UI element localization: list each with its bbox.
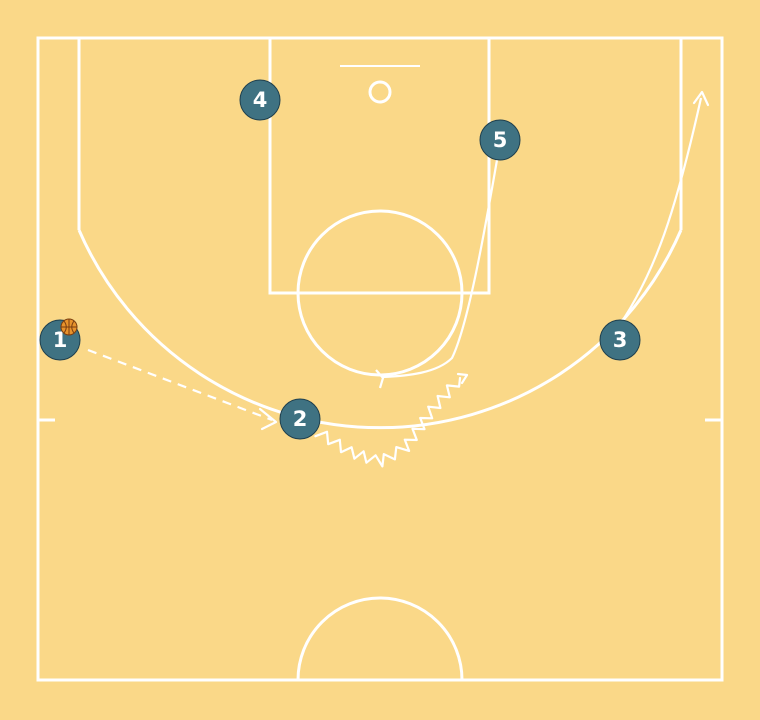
player-4-label: 4 — [253, 88, 268, 112]
player-3-marker — [599, 319, 641, 361]
rim — [368, 80, 392, 104]
player-3-label: 3 — [613, 328, 628, 352]
paint-lane — [268, 36, 491, 295]
basketball-icon — [60, 318, 78, 336]
cut-arrowhead-3 — [692, 90, 710, 107]
player-4[interactable]: 4 — [239, 79, 281, 121]
screen-mark — [375, 369, 385, 389]
dribble-arrowhead — [456, 372, 469, 385]
cut-path-5 — [381, 159, 499, 379]
player-4-marker — [239, 79, 281, 121]
player-2-label: 2 — [293, 407, 308, 431]
cut-path-3 — [622, 97, 703, 321]
player-2-marker — [279, 398, 321, 440]
player-3[interactable]: 3 — [599, 319, 641, 361]
dribble-path — [314, 376, 462, 468]
center-circle — [296, 596, 464, 681]
player-1-label: 1 — [53, 328, 68, 352]
player-5-label: 5 — [493, 128, 508, 152]
player-5-marker — [479, 119, 521, 161]
play-movements — [87, 90, 710, 468]
player-5[interactable]: 5 — [479, 119, 521, 161]
player-2[interactable]: 2 — [279, 398, 321, 440]
pass-arrowhead — [258, 407, 278, 431]
pass-line — [87, 348, 273, 422]
players: 1 2 3 4 5 — [39, 79, 641, 440]
